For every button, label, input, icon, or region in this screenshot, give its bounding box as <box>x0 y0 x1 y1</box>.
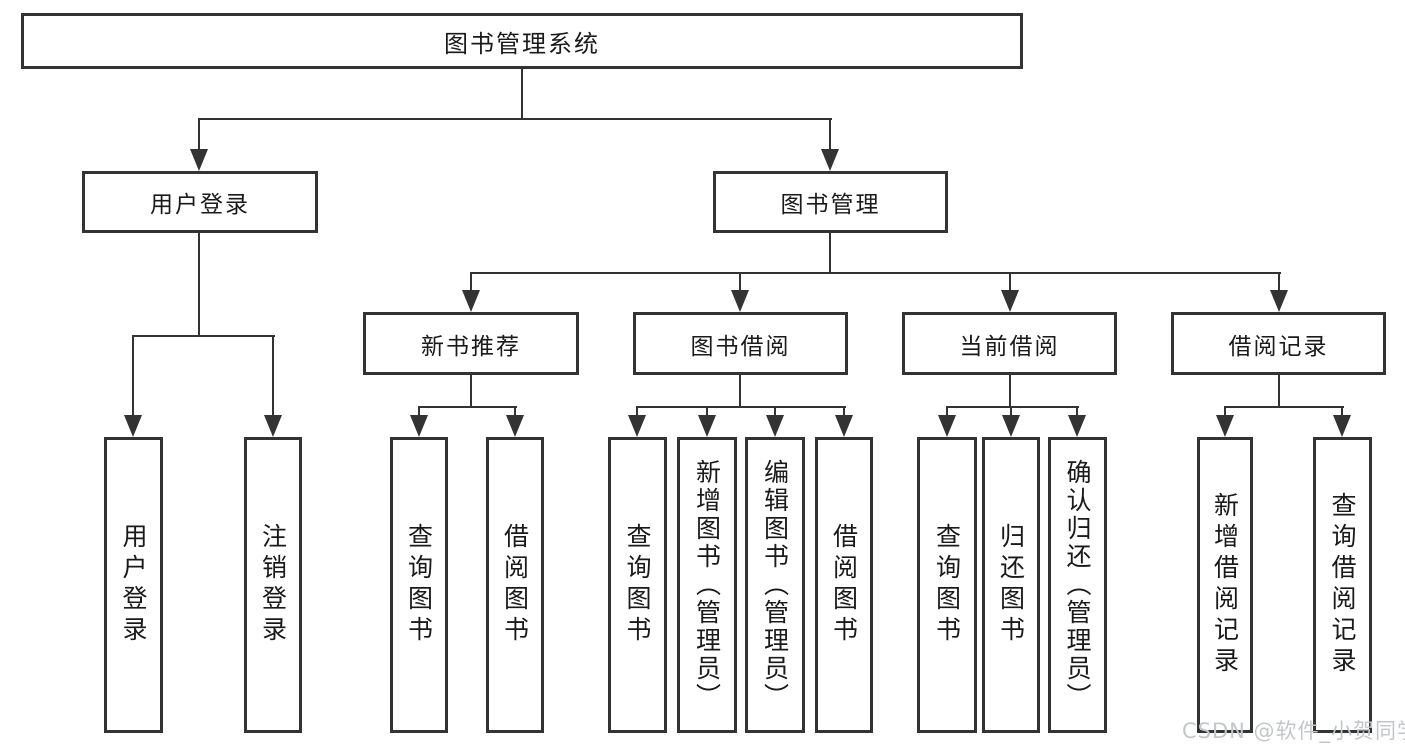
connector-user-login-bracket <box>132 335 275 337</box>
connector-drop-borrow-records <box>1278 272 1280 292</box>
connector-drop <box>774 406 776 417</box>
connector-drop <box>843 406 845 417</box>
connector-current-borrow-trunk <box>1009 375 1011 408</box>
leaf-query-book: 查询图书 <box>608 437 667 733</box>
arrowhead-current-borrow <box>1001 290 1019 312</box>
arrowhead-book-borrow <box>731 290 749 312</box>
connector-drop <box>418 406 420 417</box>
connector-drop <box>946 406 948 417</box>
arrowhead-leaf <box>1216 415 1234 437</box>
leaf-query-borrow-record: 查询借阅记录 <box>1313 437 1372 733</box>
connector-book-mgmt-bracket <box>470 272 1281 274</box>
leaf-query-book: 查询图书 <box>390 437 448 733</box>
connector-new-book-rec-trunk <box>470 375 472 408</box>
connector-drop-book-mgmt <box>829 118 831 151</box>
connector-drop-current-borrow <box>1009 272 1011 292</box>
arrowhead-borrow-records <box>1270 290 1288 312</box>
connector-borrow-records-bracket <box>1224 406 1344 408</box>
connector-user-login-trunk <box>198 233 200 337</box>
leaf-borrow-book: 借阅图书 <box>486 437 544 733</box>
arrowhead-leaf-user-login <box>124 415 142 437</box>
connector-drop <box>706 406 708 417</box>
connector-root-bracket <box>198 118 832 120</box>
connector-drop-new-book-rec <box>470 272 472 292</box>
node-root: 图书管理系统 <box>21 13 1023 69</box>
leaf-add-book-admin: 新增图书（管理员） <box>677 437 737 733</box>
arrowhead-user-login <box>190 149 208 171</box>
connector-book-mgmt-trunk <box>829 233 831 274</box>
arrowhead-leaf <box>835 415 853 437</box>
connector-drop-leaf-logout <box>272 335 274 417</box>
leaf-borrow-book: 借阅图书 <box>815 437 873 733</box>
leaf-return-book: 归还图书 <box>982 437 1040 733</box>
arrowhead-new-book-rec <box>462 290 480 312</box>
connector-borrow-records-trunk <box>1278 375 1280 408</box>
arrowhead-leaf <box>1068 415 1086 437</box>
arrowhead-leaf <box>698 415 716 437</box>
node-new-book-rec: 新书推荐 <box>363 312 579 375</box>
leaf-logout: 注销登录 <box>244 437 302 733</box>
leaf-edit-book-admin: 编辑图书（管理员） <box>745 437 805 733</box>
arrowhead-leaf <box>938 415 956 437</box>
arrowhead-leaf <box>628 415 646 437</box>
connector-book-borrow-trunk <box>739 375 741 408</box>
connector-current-borrow-bracket <box>946 406 1079 408</box>
connector-drop-leaf-user-login <box>132 335 134 417</box>
node-book-borrow: 图书借阅 <box>633 312 848 375</box>
connector-new-book-rec-bracket <box>418 406 517 408</box>
arrowhead-leaf <box>506 415 524 437</box>
connector-drop <box>1076 406 1078 417</box>
arrowhead-leaf <box>1333 415 1351 437</box>
connector-root-trunk <box>521 69 523 120</box>
connector-drop <box>636 406 638 417</box>
node-current-borrow: 当前借阅 <box>902 312 1117 375</box>
node-user-login: 用户登录 <box>82 171 318 233</box>
leaf-user-login: 用户登录 <box>104 437 163 733</box>
arrowhead-leaf-logout <box>264 415 282 437</box>
leaf-add-borrow-record: 新增借阅记录 <box>1197 437 1253 733</box>
node-book-mgmt: 图书管理 <box>713 171 948 233</box>
connector-drop <box>1341 406 1343 417</box>
connector-drop <box>1010 406 1012 417</box>
watermark: CSDN @软件_小贺同学 <box>1182 719 1405 743</box>
arrowhead-leaf <box>1002 415 1020 437</box>
connector-drop <box>514 406 516 417</box>
leaf-query-book: 查询图书 <box>917 437 977 733</box>
connector-drop <box>1224 406 1226 417</box>
connector-book-borrow-bracket <box>636 406 846 408</box>
node-borrow-records: 借阅记录 <box>1171 312 1386 375</box>
arrowhead-book-mgmt <box>821 149 839 171</box>
connector-drop-user-login <box>198 118 200 151</box>
arrowhead-leaf <box>410 415 428 437</box>
leaf-confirm-return-admin: 确认归还（管理员） <box>1048 437 1107 733</box>
arrowhead-leaf <box>766 415 784 437</box>
connector-drop-book-borrow <box>739 272 741 292</box>
